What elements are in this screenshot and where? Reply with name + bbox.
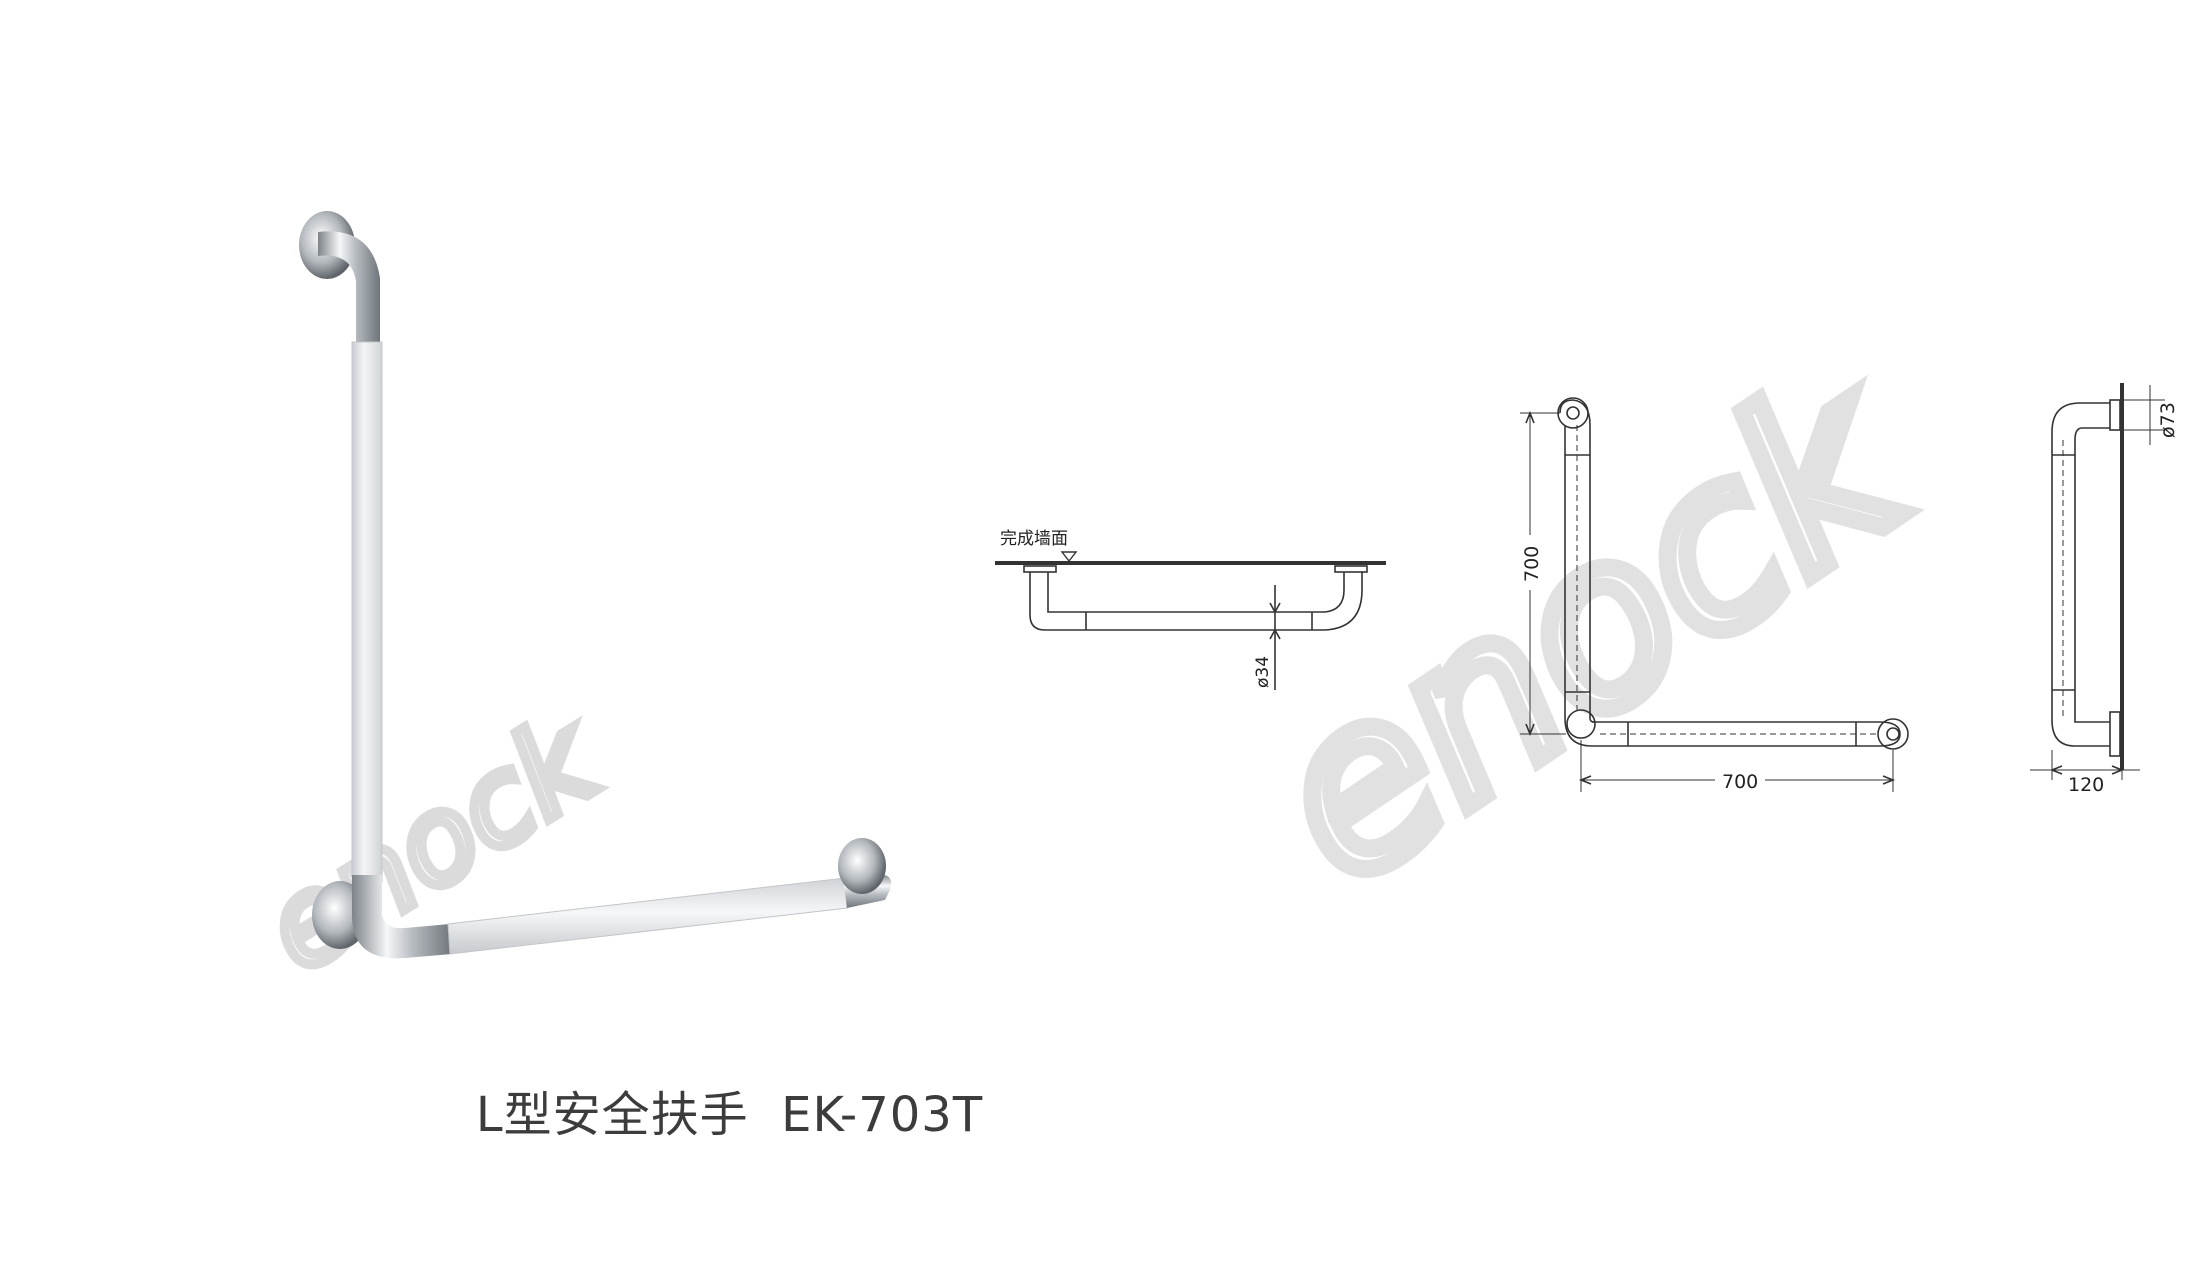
right-flange	[838, 838, 886, 894]
corner-elbow	[352, 875, 452, 959]
dim-arrow	[1525, 723, 1535, 737]
front-view-drawing	[1520, 397, 1909, 792]
horizontal-tube	[447, 877, 848, 955]
dim-arrow	[2049, 765, 2063, 775]
corner-outline-outer	[1564, 717, 1593, 747]
flange-right	[1334, 565, 1368, 573]
height-dimension-label: 700	[1521, 546, 1543, 582]
dim-label-bg	[1715, 768, 1765, 792]
right-end-outline	[1879, 721, 1901, 747]
product-name: L型安全扶手	[475, 1087, 749, 1143]
tube-outline-outer	[1029, 572, 1363, 631]
side-view-drawing	[2030, 383, 2165, 780]
product-model: EK-703T	[781, 1087, 984, 1143]
flange-diameter-label: ø73	[2157, 402, 2179, 438]
product-photo	[299, 211, 892, 959]
tube-outline-inner	[1047, 572, 1345, 613]
dim-arrow	[1578, 775, 1592, 785]
dim-arrow	[2111, 765, 2125, 775]
projection-dimension-label: 120	[2068, 774, 2104, 796]
width-dimension-label: 700	[1722, 771, 1758, 793]
wall-label: 完成墙面	[1000, 529, 1068, 549]
dim-arrow	[1269, 602, 1281, 614]
tube-outline-outer	[2051, 402, 2110, 747]
dim-arrow	[1269, 628, 1281, 640]
wall-marker-triangle	[1060, 551, 1078, 563]
flange-left	[1023, 565, 1057, 573]
corner-flange-circle	[1566, 709, 1596, 739]
top-flange-circle	[1557, 397, 1589, 429]
top-elbow	[318, 231, 380, 345]
dim-label-bg	[1518, 535, 1542, 590]
top-flange	[2109, 399, 2121, 431]
dim-arrow	[1882, 775, 1896, 785]
tube-outline-inner	[2074, 427, 2110, 723]
product-caption: L型安全扶手 EK-703T	[0, 1075, 1459, 1145]
right-flange-circle	[1877, 718, 1909, 750]
bottom-flange	[2109, 711, 2121, 757]
right-flange-inner	[1886, 727, 1900, 741]
top-flange-inner	[1566, 406, 1580, 420]
tube-diameter-label: ø34	[1253, 656, 1273, 688]
dim-arrow	[1525, 410, 1535, 424]
vertical-tube-outline	[1559, 399, 1591, 718]
vertical-tube	[351, 341, 383, 883]
top-view-drawing	[995, 551, 1386, 690]
